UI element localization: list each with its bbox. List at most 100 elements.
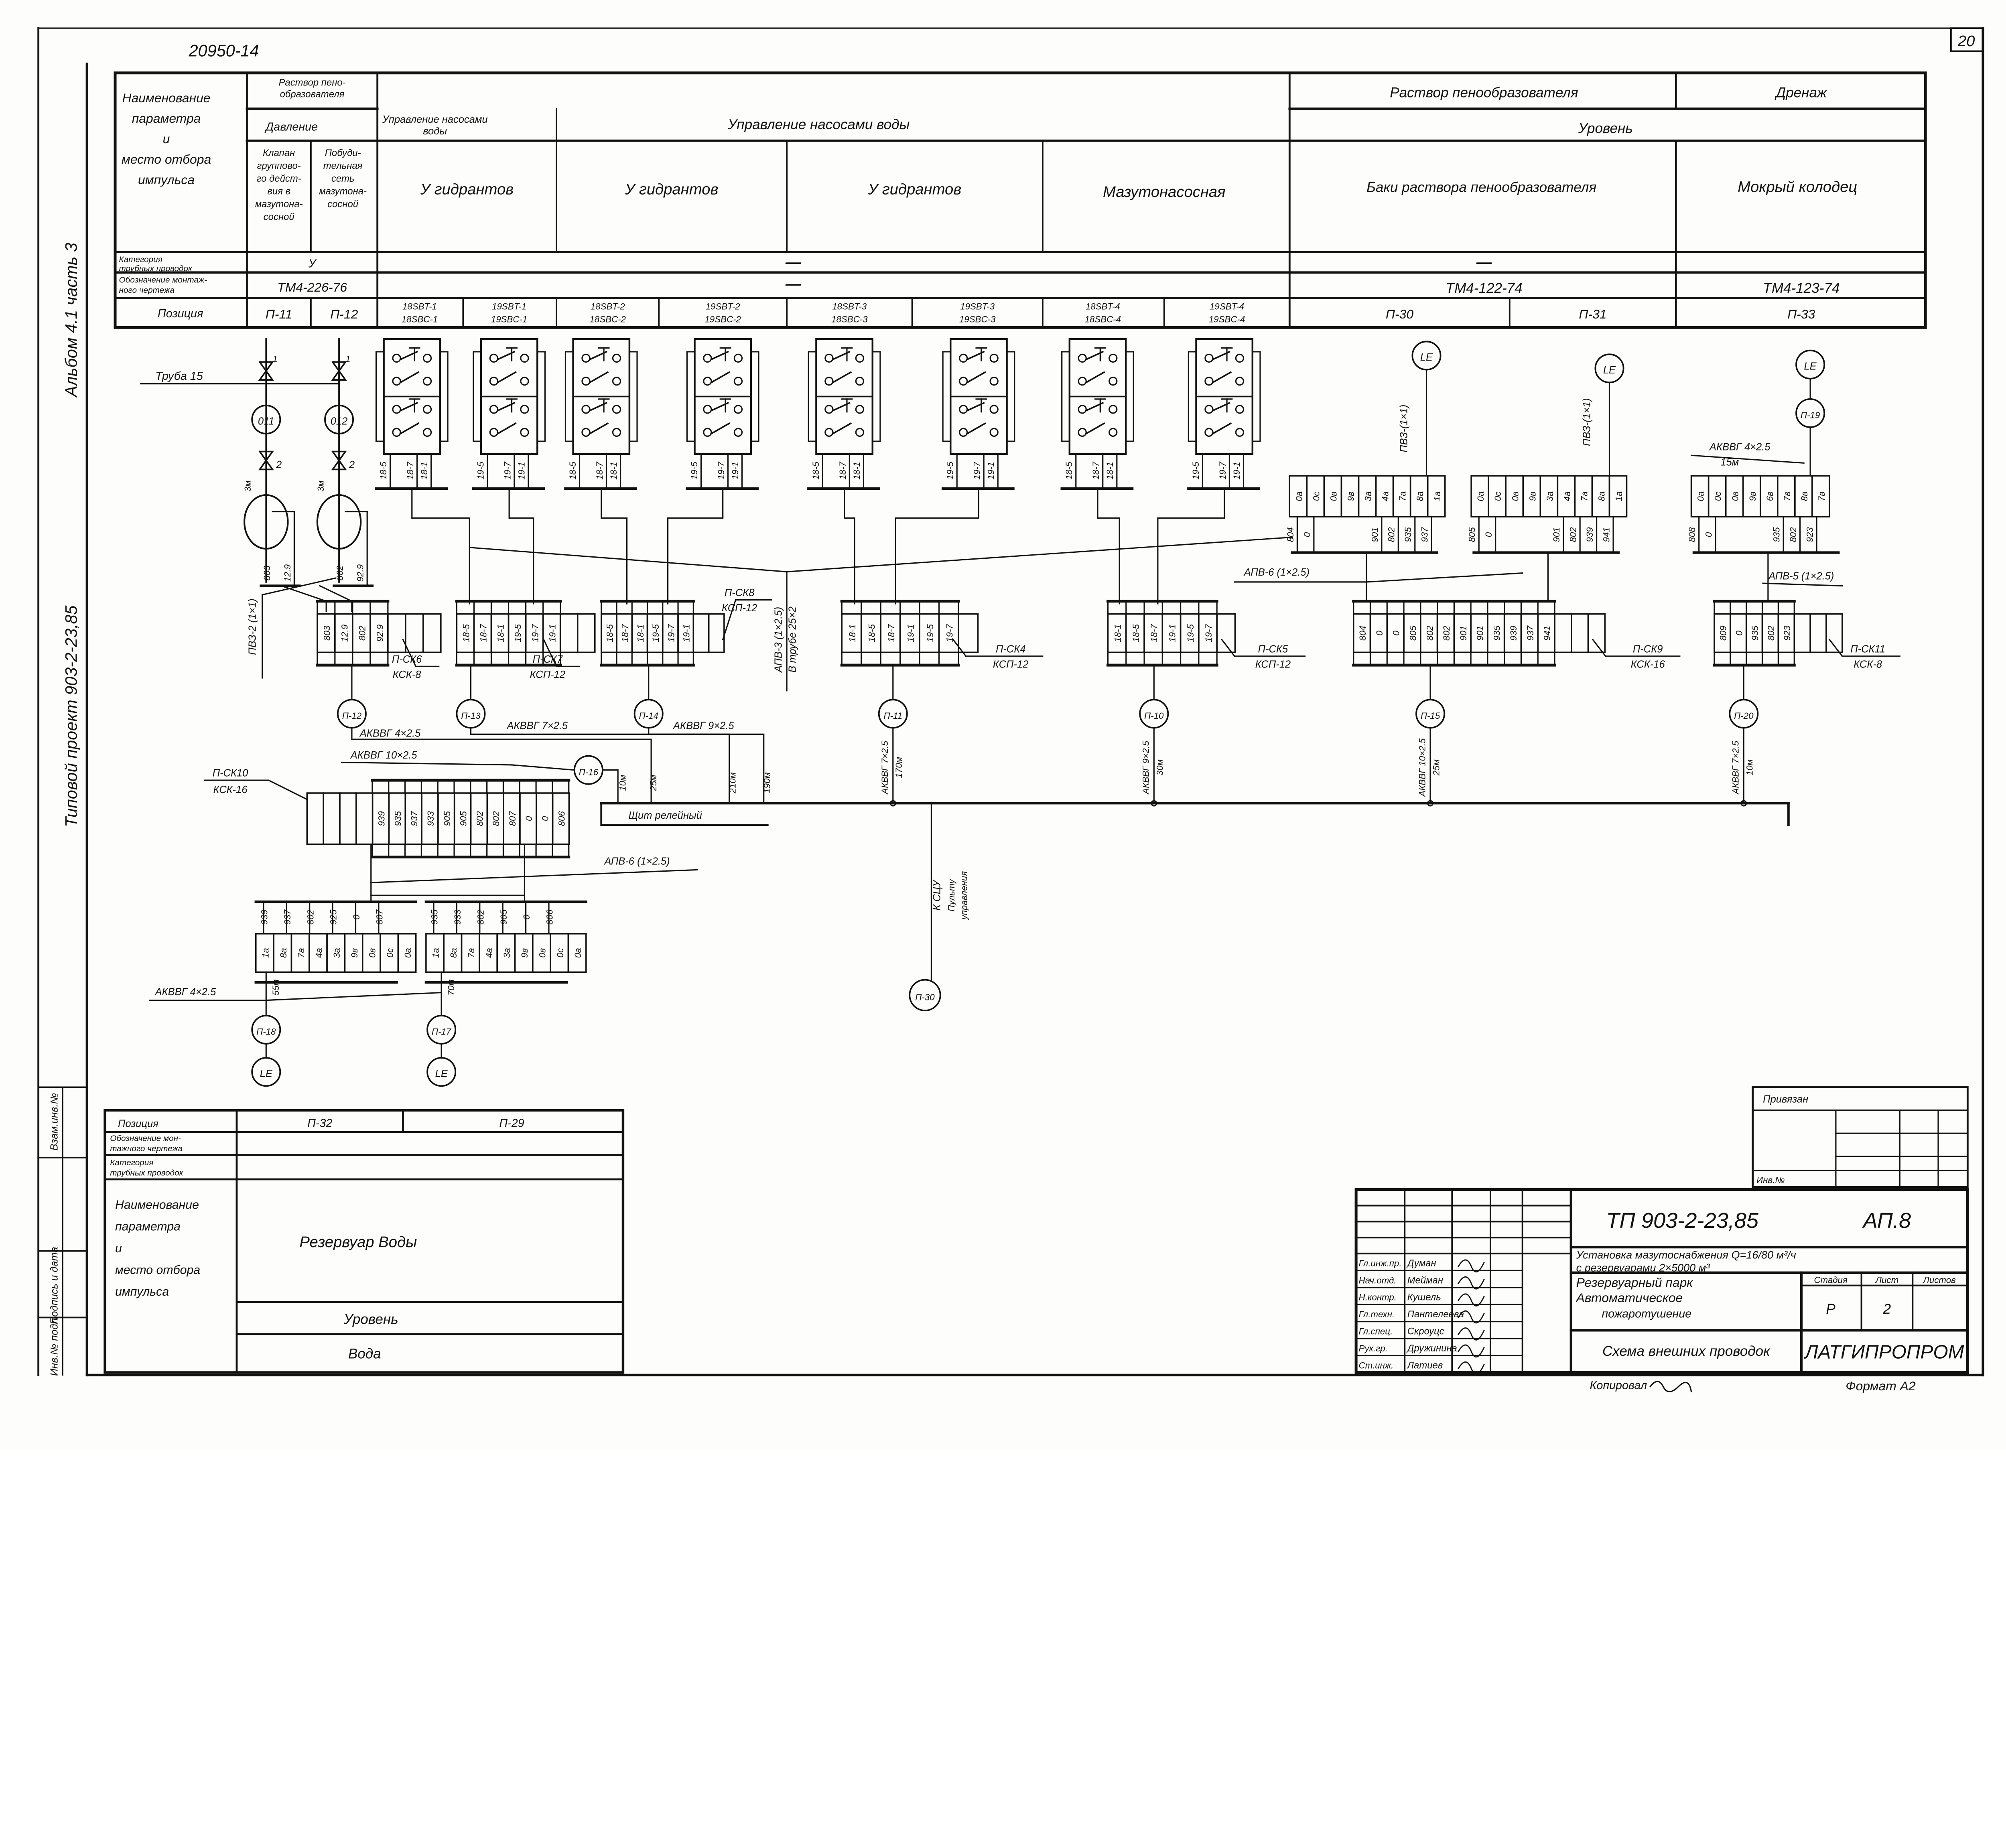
- signature-date-label: Подпись и дата: [49, 1247, 60, 1324]
- instrument-circle: [909, 979, 941, 1012]
- relay-side-wire: [1125, 351, 1134, 442]
- contact-icon: [1204, 405, 1214, 414]
- terminal-box-name: П-СК8: [725, 587, 755, 598]
- wire-label: 941: [1601, 527, 1611, 542]
- terminal-label: 18-7: [886, 624, 896, 642]
- format-label: Формат А2: [1846, 1379, 1916, 1393]
- signatory-name: Думан: [1406, 1258, 1436, 1269]
- pump-control-small-header: воды: [423, 126, 447, 137]
- position-label: Позиция: [118, 1118, 158, 1129]
- contact-icon: [581, 405, 591, 414]
- wire-label: 901: [1551, 527, 1561, 542]
- contact-icon: [489, 428, 499, 437]
- wire-label: 937: [282, 909, 292, 925]
- position-value: 18SBT-3: [832, 302, 867, 312]
- relay-wire-label: 18-7: [838, 461, 848, 480]
- param-name-label: место отбора: [122, 152, 211, 166]
- destination-label: управления: [959, 871, 969, 921]
- hydrant-column: У гидрантов: [868, 181, 962, 198]
- contact-icon: [832, 422, 852, 435]
- sheet-number: 20: [1957, 32, 1975, 50]
- cable-line: [370, 843, 525, 896]
- signature-mark: [1458, 1344, 1485, 1358]
- contact-icon: [989, 405, 999, 414]
- cable-length: 190м: [762, 772, 772, 793]
- contact-icon: [422, 377, 432, 386]
- terminal-cell: [692, 613, 710, 653]
- terminal-label: 802: [1425, 625, 1435, 641]
- contact-icon: [1078, 428, 1087, 437]
- copied-label: Копировал: [1590, 1379, 1647, 1392]
- relay-side-wire: [1252, 351, 1261, 442]
- relay-side-wire: [1061, 351, 1070, 442]
- leader-line: [722, 599, 737, 641]
- contact-icon: [1235, 353, 1245, 363]
- cable-label: АКВВГ 10×2.5: [1417, 738, 1427, 797]
- valve-column: вия в: [267, 186, 290, 197]
- wire-label: 935: [1403, 527, 1413, 542]
- terminal-label: 805: [1408, 625, 1418, 641]
- level-header: Уровень: [1578, 121, 1633, 136]
- contact-icon: [496, 422, 517, 435]
- signature-mark: [1458, 1259, 1485, 1273]
- relay-wire-label: 19-5: [945, 462, 955, 480]
- valve-icon: [258, 361, 274, 381]
- level-sensor-label: LE: [260, 1068, 273, 1079]
- terminal-label: 0a: [1696, 491, 1706, 501]
- wire-label: 802: [1387, 527, 1397, 542]
- level-sensor-label: LE: [435, 1068, 448, 1079]
- terminal-label: 1a: [1614, 491, 1624, 501]
- terminal-cell: [323, 792, 341, 845]
- contact-icon: [855, 428, 865, 437]
- position-value: П-32: [307, 1117, 332, 1130]
- valve-column: мазутона-: [255, 199, 303, 210]
- position-value: 18SBC-2: [589, 314, 626, 325]
- relay-wire-label: 19-1: [1232, 462, 1242, 480]
- section-title: Автоматическое: [1576, 1290, 1683, 1305]
- terminal-label: 18-5: [461, 624, 471, 642]
- cable-line: [602, 769, 619, 804]
- terminal-label: 901: [1458, 626, 1468, 641]
- level-sensor-label: LE: [1420, 352, 1433, 363]
- relay-wire-label: 19-5: [689, 462, 699, 480]
- relay-side-wire: [686, 351, 696, 442]
- terminal-label: 19-1: [906, 624, 916, 642]
- foam-header: Раствор пенообразователя: [1390, 85, 1578, 100]
- contact-icon: [581, 377, 591, 386]
- signatory-role: Н.контр.: [1358, 1292, 1396, 1302]
- contact-icon: [612, 405, 621, 414]
- contact-icon: [958, 353, 968, 363]
- terminal-label: 1a: [1432, 491, 1442, 501]
- cable-label: АКВВГ 7×2.5: [880, 740, 890, 795]
- wire-label: 933: [453, 909, 463, 925]
- terminal-cell: [339, 792, 357, 845]
- terminal-label: 0: [540, 816, 550, 821]
- valve-number: 1: [345, 354, 350, 364]
- terminal-label: 809: [1718, 626, 1728, 641]
- cable-route: [1157, 488, 1225, 605]
- terminal-label: 7a: [1398, 491, 1408, 501]
- stage-label: Стадия: [1814, 1275, 1848, 1285]
- instrument-label: П-17: [432, 1027, 452, 1037]
- signature-mark: [1458, 1327, 1485, 1341]
- pressure-switch-circle: [324, 404, 354, 434]
- relay-side-wire: [536, 351, 546, 442]
- relay-wire-label: 19-1: [986, 462, 996, 480]
- instrument-label: П-11: [883, 711, 902, 721]
- contact-icon: [958, 377, 968, 386]
- position-value: 19SBT-4: [1210, 302, 1244, 312]
- terminal-label: 18-7: [1149, 624, 1159, 642]
- terminal-label: 802: [357, 625, 367, 641]
- mounting-label: ного чертежа: [119, 286, 175, 295]
- cable-line: [370, 869, 698, 883]
- terminal-label: 7a: [1579, 491, 1589, 501]
- signature-mark: [1458, 1293, 1485, 1306]
- contact-icon: [581, 353, 591, 363]
- terminal-label: 18-7: [479, 624, 489, 642]
- signatory-name: Скроуцс: [1407, 1326, 1444, 1337]
- drawing-code: АП.8: [1862, 1209, 1911, 1233]
- contact-icon: [392, 377, 401, 386]
- position-value: 18SBC-4: [1084, 314, 1121, 325]
- terminal-cell: [1793, 613, 1811, 653]
